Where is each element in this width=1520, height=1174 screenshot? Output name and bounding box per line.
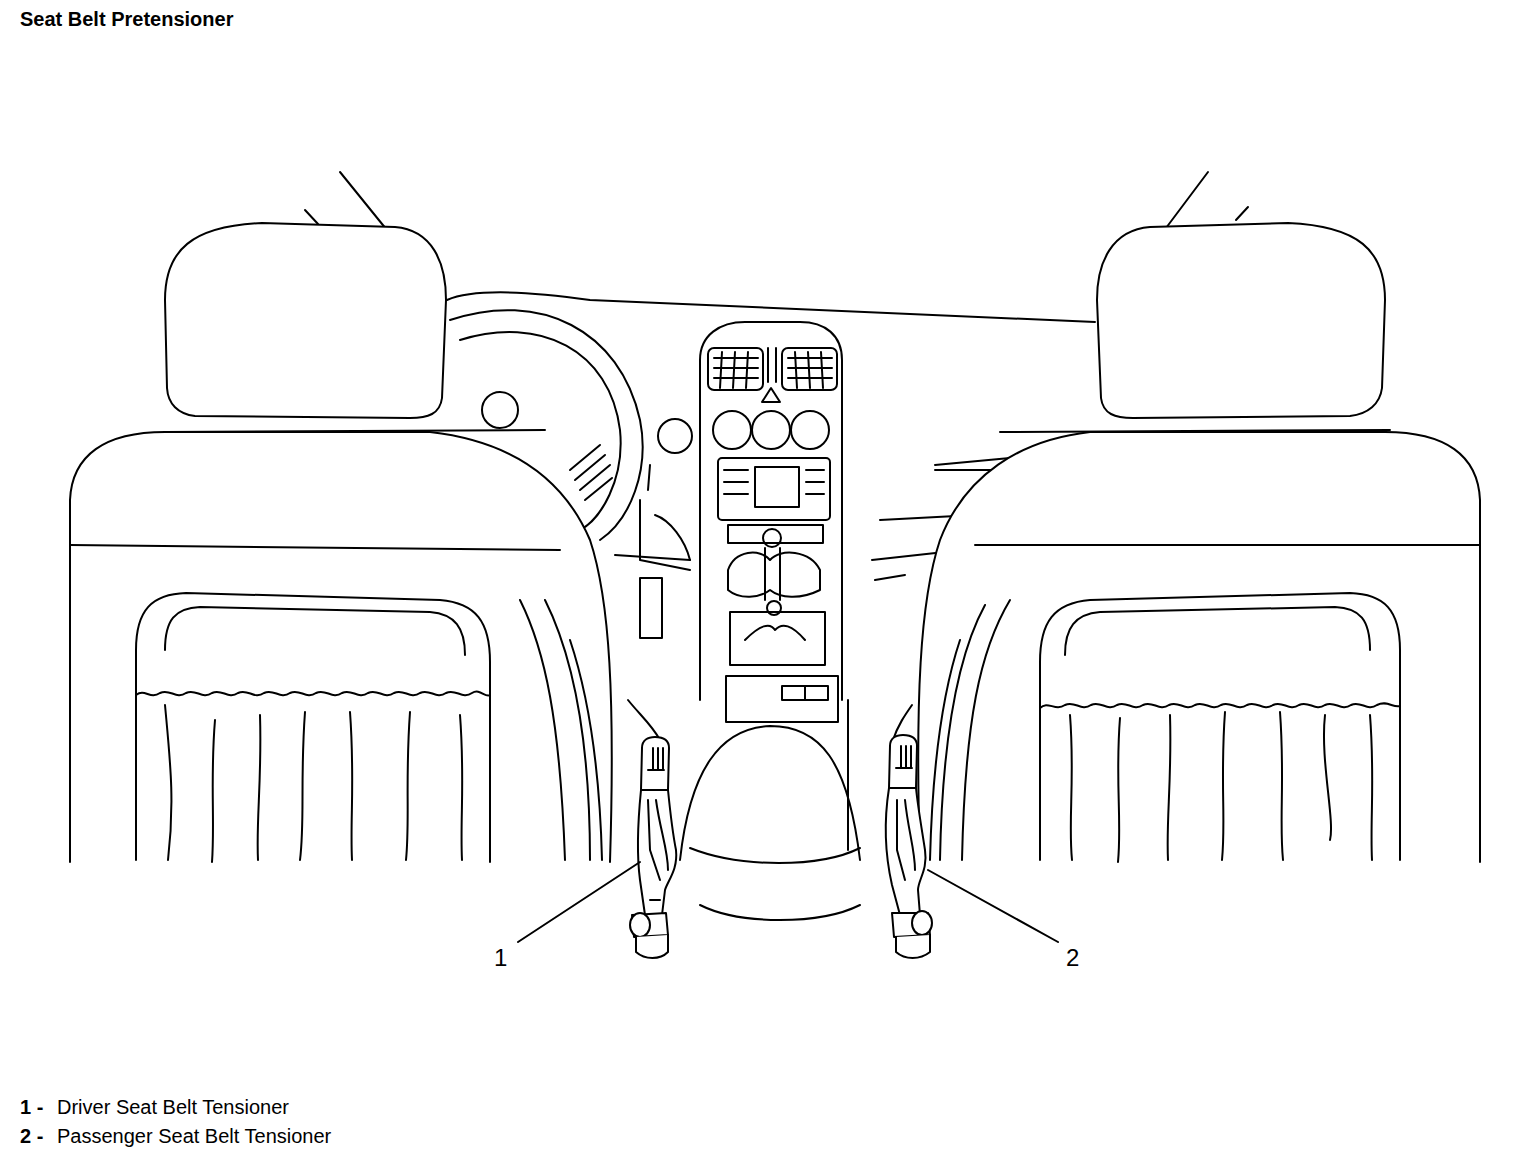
driver-seat-belt-tensioner	[630, 737, 676, 958]
driver-seat	[70, 172, 612, 862]
seat-belt-webbing	[628, 700, 912, 740]
leader-lines	[518, 862, 1058, 942]
center-stack	[700, 322, 842, 722]
passenger-seat-belt-tensioner	[886, 735, 932, 958]
callout-number: 1	[494, 944, 507, 972]
diagram-title: Seat Belt Pretensioner	[20, 8, 233, 31]
legend-text: Passenger Seat Belt Tensioner	[57, 1125, 331, 1148]
callout-number: 2	[1066, 944, 1079, 972]
legend-number: 1 -	[20, 1096, 43, 1119]
legend-text: Driver Seat Belt Tensioner	[57, 1096, 289, 1119]
console	[680, 700, 860, 920]
legend-number: 2 -	[20, 1125, 43, 1148]
passenger-seat	[918, 172, 1480, 862]
